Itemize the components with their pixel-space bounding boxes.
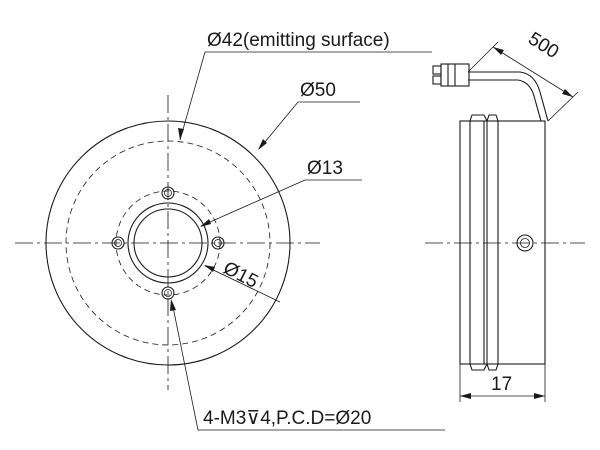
outer-circle (45, 120, 291, 366)
mounting-hole-left (111, 236, 125, 250)
mounting-hole-right (211, 236, 225, 250)
thickness-label: 17 (491, 374, 512, 395)
emitting-surface-circle (65, 140, 271, 346)
thickness-dimension: 17 (459, 364, 546, 402)
connector (432, 63, 470, 87)
pcd-dashed-circle (115, 190, 221, 296)
bore-inner-circle (133, 208, 203, 278)
bore-diameter-dimension: Ø13 (200, 158, 362, 227)
holes-dimension: 4-M3⊽4,P.C.D=Ø20 (170, 299, 445, 431)
front-view (15, 95, 320, 390)
cable (468, 71, 549, 122)
side-screw-hole (516, 234, 534, 252)
emitting-surface-label: Ø42(emitting surface) (207, 30, 390, 51)
bore-diameter-label: Ø13 (307, 158, 343, 179)
pcd-dashed-label: Ø15 (220, 258, 262, 293)
bore-outer-circle (127, 202, 209, 284)
outer-diameter-label: Ø50 (300, 80, 336, 101)
cable-length-dimension: 500 (467, 28, 579, 122)
mounting-hole-top (161, 186, 175, 200)
mounting-hole-bottom (161, 286, 175, 300)
side-view (425, 63, 585, 371)
cable-length-label: 500 (524, 28, 562, 63)
side-body (459, 120, 546, 365)
emitting-surface-dimension: Ø42(emitting surface) (178, 30, 432, 141)
outer-diameter-dimension: Ø50 (258, 80, 360, 150)
holes-label: 4-M3⊽4,P.C.D=Ø20 (203, 408, 371, 429)
